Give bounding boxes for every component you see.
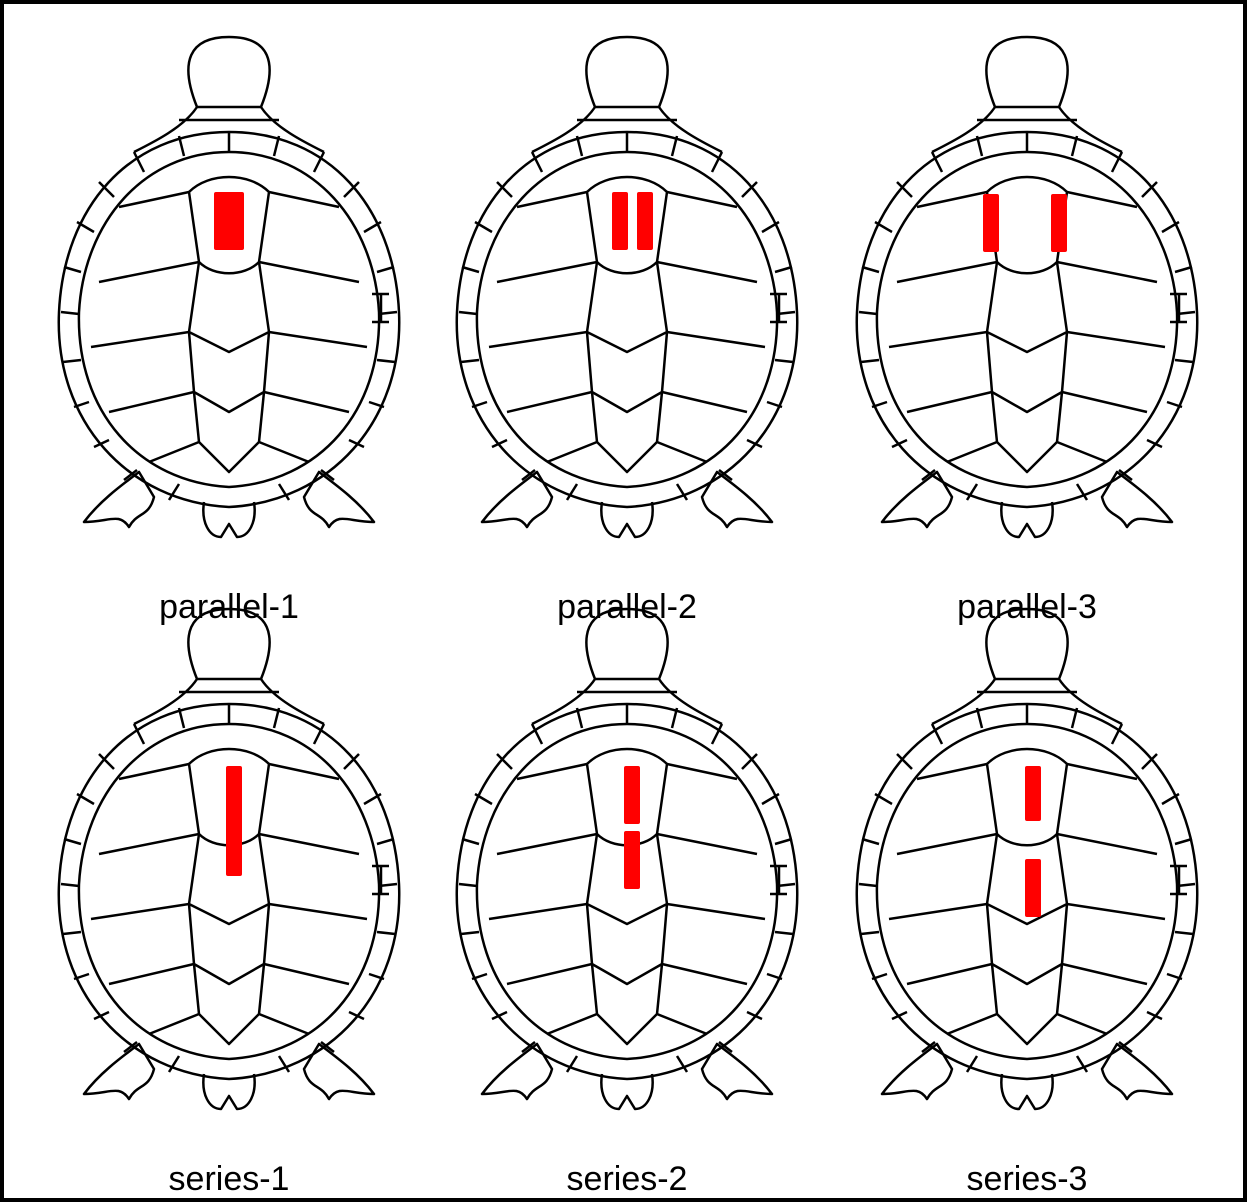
electrode-marker	[983, 194, 999, 252]
turtle-flippers	[882, 1044, 1172, 1099]
turtle-shell-rim	[457, 704, 797, 1079]
turtle-shell-rim	[59, 704, 399, 1079]
turtle-side-notch	[770, 866, 787, 894]
turtle-flippers	[84, 472, 374, 527]
turtle-costal-scutes	[889, 192, 1165, 462]
panel-parallel-3: parallel-3	[827, 32, 1227, 622]
turtle-side-notch	[770, 294, 787, 322]
panel-parallel-1: parallel-1	[29, 32, 429, 622]
turtle-head	[986, 37, 1067, 107]
panel-parallel-2: parallel-2	[427, 32, 827, 622]
turtle-marginal-lines	[61, 132, 397, 500]
electrode-marker	[1051, 194, 1067, 252]
panel-series-2: series-2	[427, 604, 827, 1194]
turtle-illustration	[29, 32, 429, 552]
turtle-marginal-lines	[459, 132, 795, 500]
turtle-flippers	[84, 1044, 374, 1099]
electrode-marker	[1025, 766, 1041, 821]
electrode-marker	[612, 192, 628, 250]
turtle-illustration	[827, 604, 1227, 1124]
turtle-head	[586, 37, 667, 107]
caption-series-3: series-3	[827, 1159, 1227, 1199]
electrode-marker	[624, 831, 640, 889]
turtle-head	[188, 37, 269, 107]
turtle-illustration	[827, 32, 1227, 552]
electrode-marker	[637, 192, 653, 250]
caption-series-2: series-2	[427, 1159, 827, 1199]
electrode-marker	[624, 766, 640, 824]
turtle-head	[188, 609, 269, 679]
turtle-flippers	[482, 472, 772, 527]
electrode-marker	[226, 766, 242, 876]
turtle-marginal-lines	[859, 132, 1195, 500]
turtle-side-notch	[1170, 294, 1187, 322]
turtle-shell-rim	[59, 132, 399, 507]
turtle-side-notch	[372, 866, 389, 894]
turtle-shell-rim	[857, 132, 1197, 507]
turtle-flippers	[482, 1044, 772, 1099]
turtle-flippers	[882, 472, 1172, 527]
panel-series-1: series-1	[29, 604, 429, 1194]
turtle-head	[986, 609, 1067, 679]
turtle-side-notch	[1170, 866, 1187, 894]
turtle-illustration	[29, 604, 429, 1124]
turtle-marginal-lines	[61, 704, 397, 1072]
electrode-marker	[214, 192, 244, 250]
panel-series-3: series-3	[827, 604, 1227, 1194]
caption-series-1: series-1	[29, 1159, 429, 1199]
turtle-carapace	[877, 152, 1177, 487]
turtle-head	[586, 609, 667, 679]
turtle-illustration	[427, 32, 827, 552]
electrode-marker	[1025, 859, 1041, 917]
turtle-shell-rim	[457, 132, 797, 507]
turtle-illustration	[427, 604, 827, 1124]
turtle-side-notch	[372, 294, 389, 322]
